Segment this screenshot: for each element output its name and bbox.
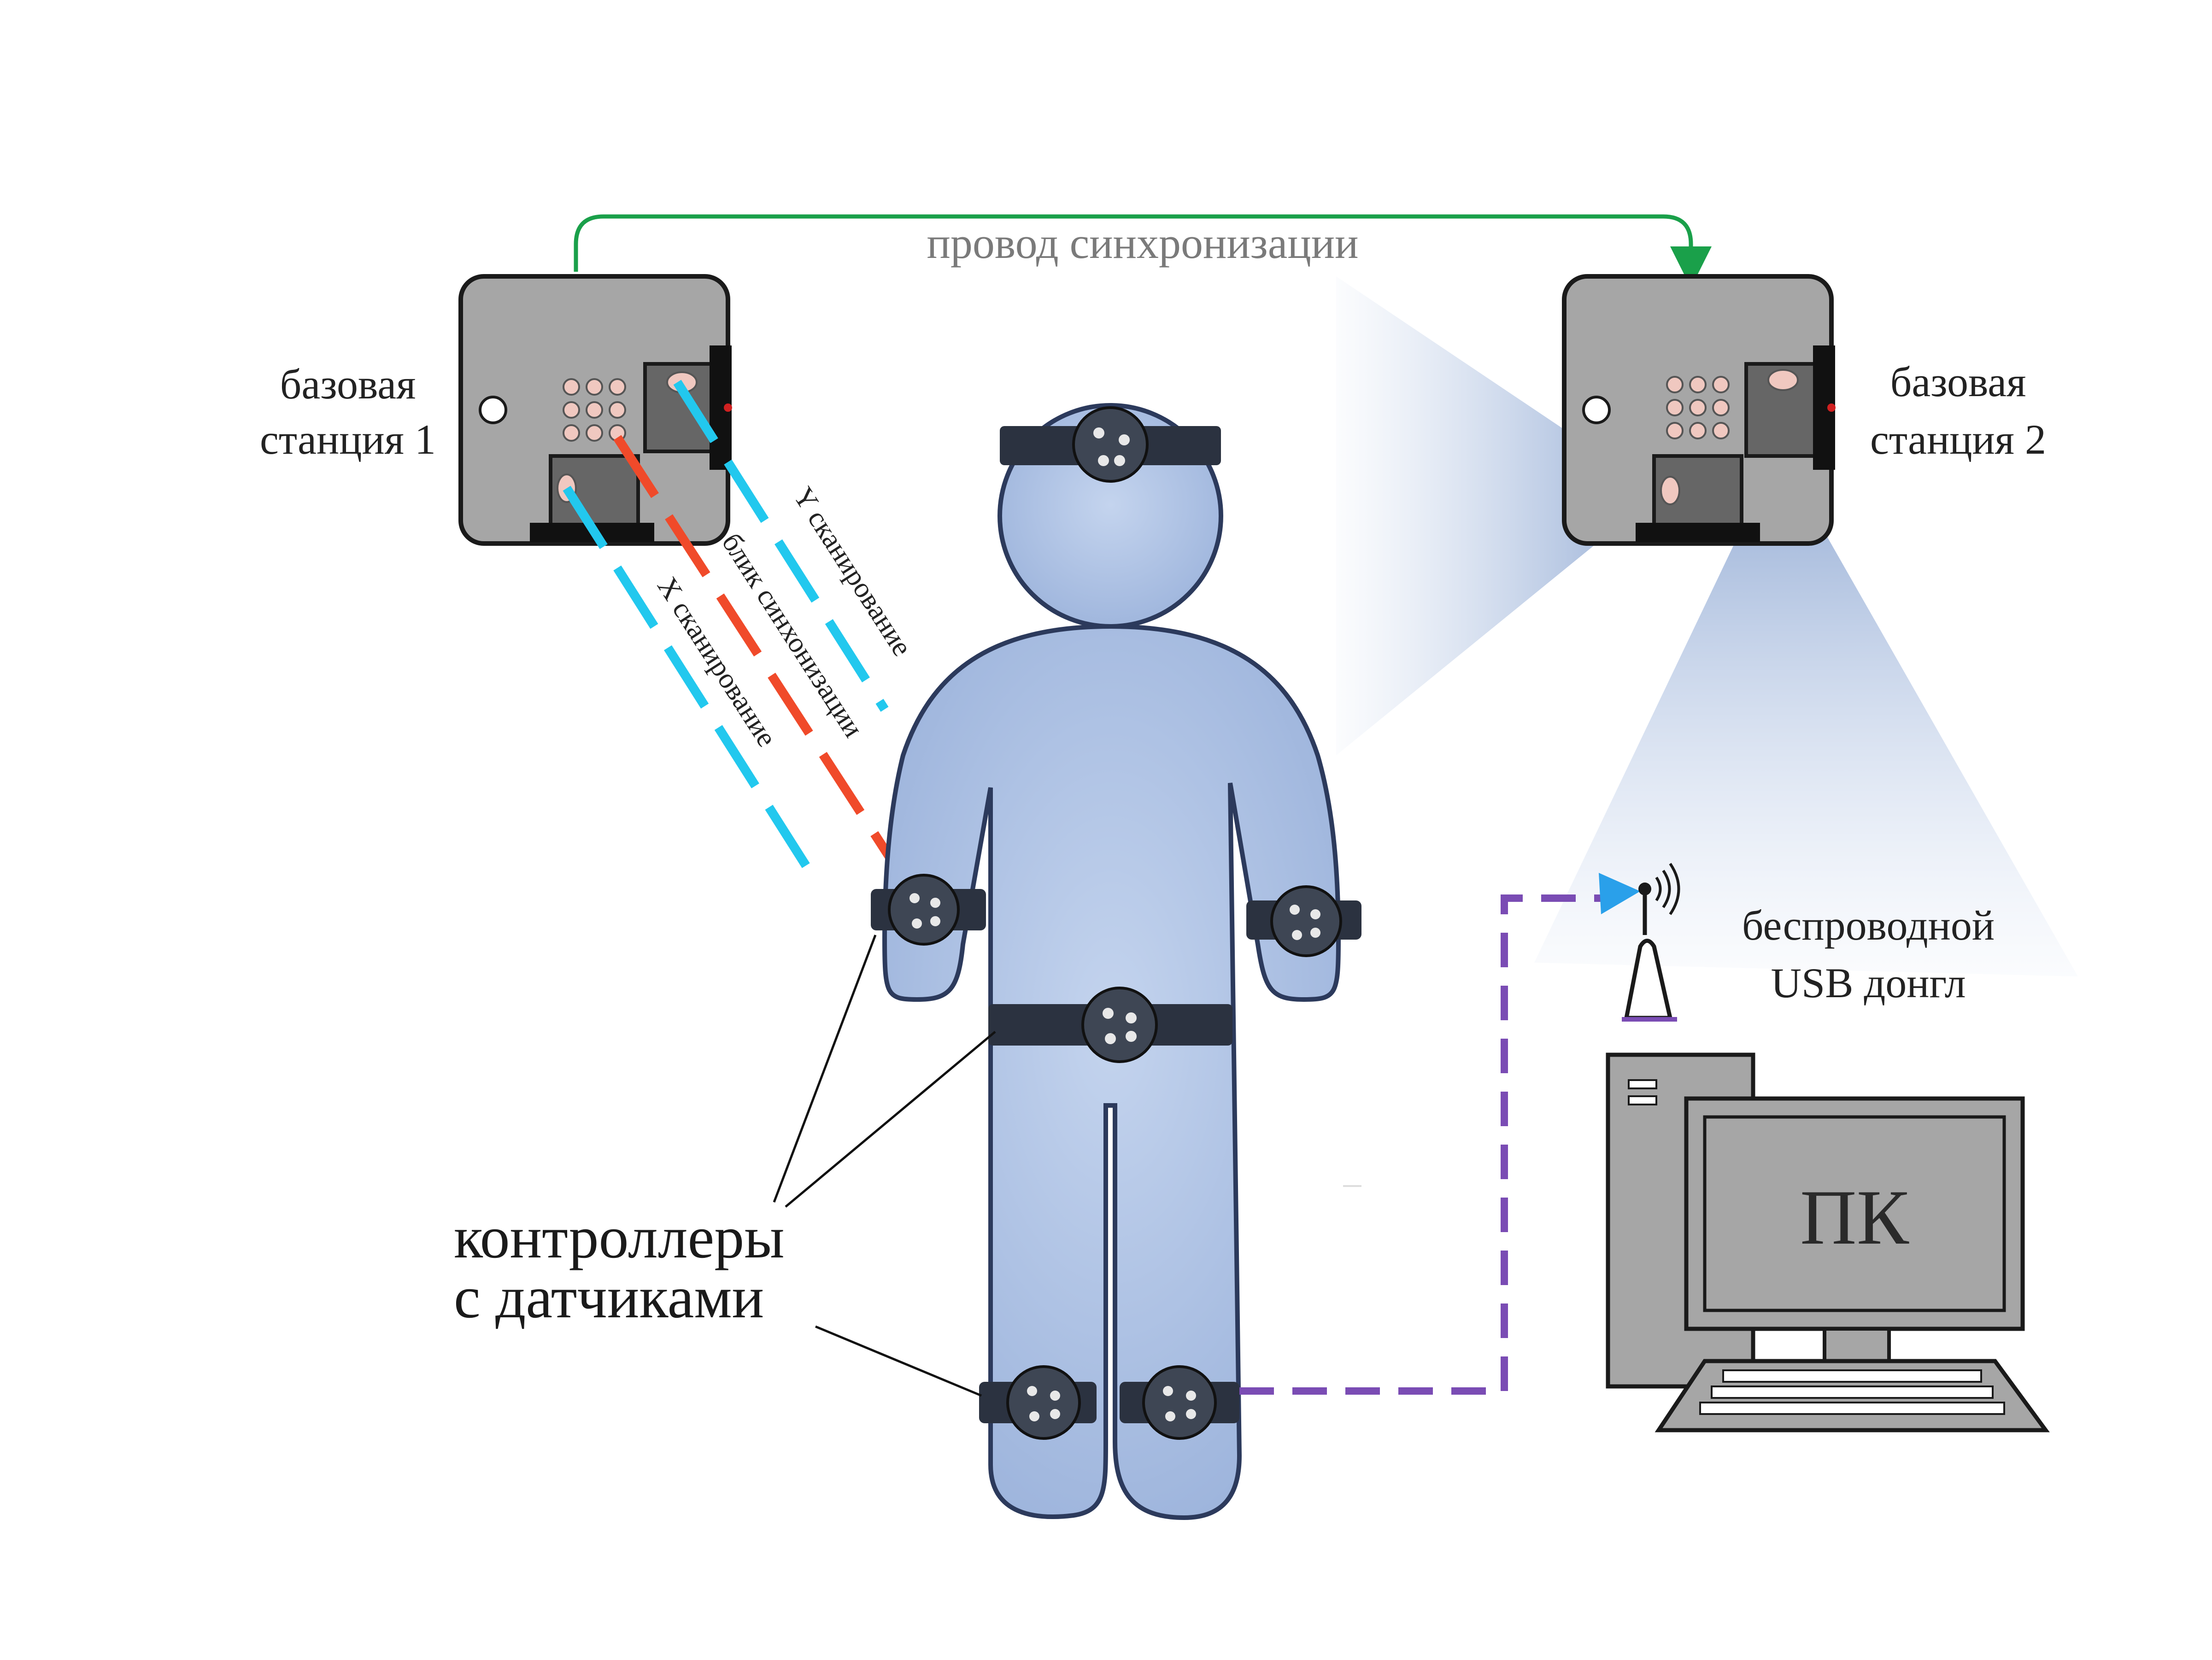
base-station-1-label-line2: станция 1	[260, 416, 436, 463]
left-wrist-tracker	[1246, 885, 1361, 957]
waist-tracker	[988, 987, 1232, 1063]
left-ankle-tracker	[1120, 1365, 1239, 1440]
sync-wire	[574, 214, 1712, 288]
right-wrist-tracker	[871, 874, 986, 946]
base-station-2-label-line1: базовая	[1890, 358, 2026, 405]
usb-dongle	[1622, 883, 1677, 1022]
scan-cone-horizontal	[1336, 276, 1659, 755]
usb-link-line	[1239, 894, 1608, 1395]
body	[882, 624, 1341, 1520]
usb-link-arrow	[1599, 873, 1640, 914]
head-tracker	[1000, 406, 1221, 483]
scan-cone-vertical	[1534, 451, 2078, 976]
controllers-leader-lines	[773, 935, 996, 1397]
speaker-grille	[1666, 376, 1730, 439]
speaker-grille	[563, 378, 626, 442]
base-station-2-label-line2: станция 2	[1870, 416, 2046, 463]
y-scan-beam	[673, 380, 889, 712]
base-station-2	[1562, 274, 1836, 546]
sync-wire-label: провод синхронизации	[927, 218, 1359, 268]
human-figure	[882, 403, 1341, 1520]
pc-label: ПК	[1800, 1174, 1909, 1261]
controllers-label-line2: с датчиками	[454, 1264, 764, 1331]
base-station-1-label-line1: базовая	[280, 361, 416, 408]
usb-dongle-label-line2: USB донгл	[1771, 959, 1966, 1006]
x-scan-beam	[563, 485, 822, 887]
wifi-signal-icon	[1655, 863, 1680, 915]
controllers-label-line1: контроллеры	[454, 1204, 785, 1271]
usb-dongle-label-line1: беспроводной	[1742, 902, 1995, 949]
right-ankle-tracker	[979, 1365, 1097, 1440]
pc-computer	[1606, 1052, 2050, 1432]
